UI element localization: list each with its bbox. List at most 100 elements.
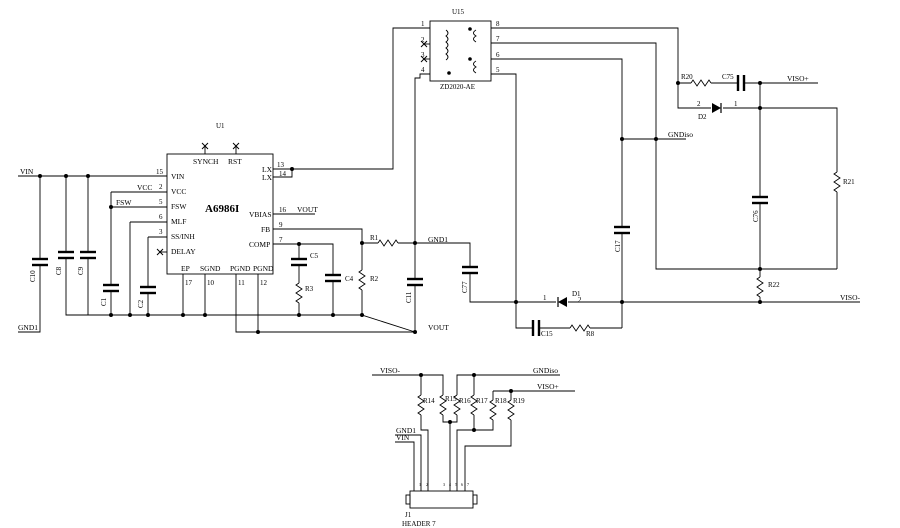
polarity-dot-icon [468,57,472,61]
net-viso-plus: VISO+ [537,382,559,391]
resistor [470,394,478,416]
resistor [377,239,399,247]
capacitor [752,195,768,205]
secondary-coil-icon [473,29,477,43]
u1-pin-delay: DELAY [171,247,196,256]
pin-num: 2 [426,482,428,487]
u1-pin-ep: EP [181,264,190,273]
pin-num: 4 [449,482,451,487]
component-refs: C10 C8 C9 C1 C2 C5 R3 C4 R1 R2 C11 C77 C… [29,73,855,405]
pin-num: 4 [421,66,425,74]
wire [395,441,415,491]
ref-c4: C4 [345,275,354,283]
ref-c8: C8 [55,266,63,275]
ref-c5: C5 [310,252,319,260]
pin-num: 17 [185,279,193,287]
polarity-dot-icon [447,71,451,75]
resistor [569,324,591,332]
ref-c10: C10 [29,270,37,282]
net-vout: VOUT [297,205,318,214]
wire [456,374,560,395]
pin-num: 6 [496,51,500,59]
resistor [417,394,425,416]
ref-c77: C77 [461,281,469,293]
pin-num: 7 [467,482,469,487]
net-gnd1: GND1 [428,235,448,244]
pin-num: 5 [455,482,457,487]
ref-r22: R22 [768,281,780,289]
wires [18,27,860,491]
u15-transformer: U15 ZD2020-AE 1 2 3 4 8 7 6 5 [421,8,500,91]
resistor [507,399,515,421]
resistor [690,79,712,87]
capacitor [140,285,156,295]
pin-num: 1 [734,100,738,108]
wire [372,374,444,395]
wire [414,73,430,332]
ref-r14: R14 [423,397,435,405]
junction-dot [360,313,364,317]
capacitor [80,250,96,260]
no-connect-icon [420,55,428,63]
net-gndiso: GNDiso [668,130,693,139]
pin-num: 5 [159,198,163,206]
pin-num: 8 [496,20,500,28]
ref-r21: R21 [843,178,855,186]
j1-connector: J1 HEADER 7 1 2 3 4 5 6 7 [402,482,478,528]
ref-c75: C75 [722,73,734,81]
net-labels: VIN GND1 VCC FSW VOUT VOUT GND1 GNDiso V… [18,74,861,442]
pin-num: 1 [421,20,425,28]
wire [273,243,334,315]
components [32,40,841,421]
pin-num: 16 [279,206,287,214]
no-connect-icon [201,142,209,150]
u1-pin-fsw: FSW [171,202,187,211]
net-fsw: FSW [116,198,132,207]
capacitor [325,273,341,283]
wire [491,42,837,270]
capacitor [407,277,423,287]
resistor [756,276,764,298]
capacitor [291,257,307,267]
net-viso-minus: VISO- [380,366,401,375]
pin-num: 15 [156,168,164,176]
no-connect-icon [420,40,428,48]
u1-pin-ssinh: SS/INH [171,232,195,241]
pin-num: 9 [279,221,283,229]
ref-d2: D2 [698,113,707,121]
u1-pin-vbias: VBIAS [249,210,272,219]
net-vout: VOUT [428,323,449,332]
u1-pin-vin: VIN [171,172,185,181]
pin-num: 2 [159,183,163,191]
j1-tab [472,494,478,505]
pin-num: 6 [159,213,163,221]
junction-dot [256,330,260,334]
ref-c76: C76 [752,210,760,222]
pin-num: 1 [419,482,421,487]
capacitor [531,320,541,336]
junction-dot [128,313,132,317]
ref-c15: C15 [541,330,553,338]
ref-r8: R8 [586,330,595,338]
pin-num: 10 [207,279,215,287]
ref-c17: C17 [614,240,622,252]
junction-dot [413,330,417,334]
u15-ref: U15 [452,8,465,16]
ref-r17: R17 [476,397,488,405]
u1-part: A6986I [205,203,239,215]
net-gndiso: GNDiso [533,366,558,375]
pin-num: 1 [543,294,547,302]
u1-pin-mlf: MLF [171,217,186,226]
u1-pin-synch: SYNCH [193,157,219,166]
u1-pin-lx14: LX [262,173,273,182]
ref-r16: R16 [459,397,471,405]
pin-num: 12 [260,279,268,287]
capacitor [462,265,478,275]
pin-num: 13 [277,161,285,169]
pin-num: 7 [279,236,283,244]
u1-pin-pgnd12: PGND [253,264,274,273]
junction-dot [146,313,150,317]
ref-r20: R20 [681,73,693,81]
ref-c1: C1 [100,297,108,306]
